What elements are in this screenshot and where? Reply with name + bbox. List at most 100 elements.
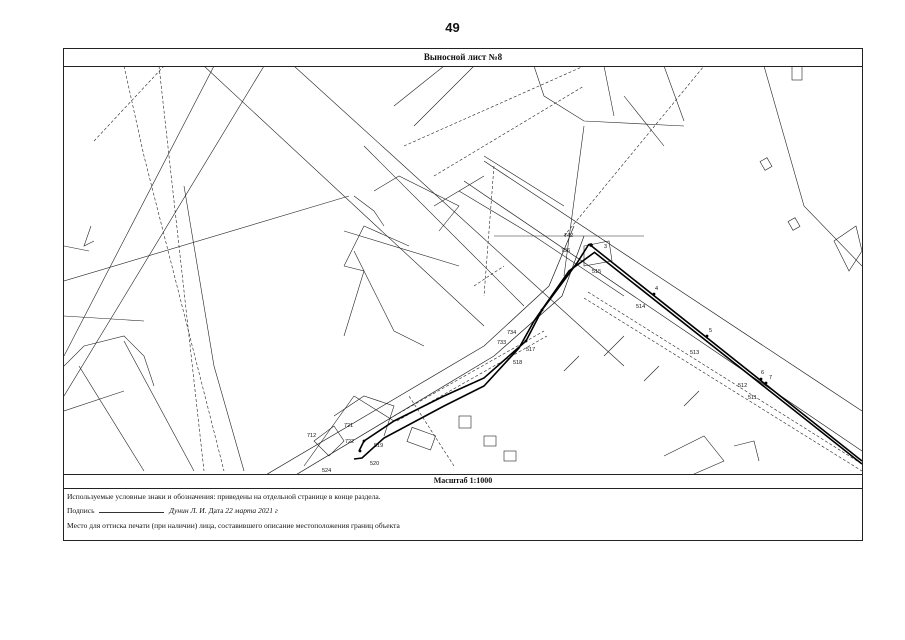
building xyxy=(733,440,760,462)
parcel-boundary xyxy=(303,395,395,467)
label-736: 736 xyxy=(561,248,570,254)
building xyxy=(759,157,773,171)
label-511: 511 xyxy=(748,395,757,401)
label-5: 5 xyxy=(709,328,712,334)
cadastral-map[interactable]: 742 736 3 515 4 514 5 513 6 7 512 511 73… xyxy=(64,66,862,475)
parcel-boundary xyxy=(83,225,95,247)
zone-boundary xyxy=(587,291,862,465)
zone-boundary xyxy=(483,165,495,297)
zone-boundary xyxy=(563,66,705,237)
building xyxy=(458,415,472,429)
parcel-boundary xyxy=(393,66,445,107)
parcel-boundary xyxy=(64,315,145,322)
legend-note: Используемые условные знаки и обозначени… xyxy=(67,492,381,501)
parcel-boundary xyxy=(64,390,125,412)
map-drawing: 742 736 3 515 4 514 5 513 6 7 512 511 73… xyxy=(64,66,862,474)
label-519: 519 xyxy=(374,443,383,449)
road-edge xyxy=(483,160,862,412)
parcel-boundary xyxy=(64,195,350,282)
tick xyxy=(643,365,660,382)
road-edge xyxy=(266,225,575,474)
zone-boundary xyxy=(403,66,585,147)
zone-boundary xyxy=(408,395,455,467)
parcel-boundary xyxy=(353,195,385,227)
parcel-boundary xyxy=(343,225,410,267)
zone-boundary xyxy=(473,265,505,287)
signature-blank xyxy=(99,505,165,513)
tick xyxy=(683,390,700,407)
label-520: 520 xyxy=(370,461,379,467)
point-733 xyxy=(524,339,528,343)
object-boundary xyxy=(353,251,596,460)
point-6 xyxy=(759,377,763,381)
zone-boundary xyxy=(433,85,585,177)
road-edge xyxy=(463,180,862,452)
label-722: 722 xyxy=(345,439,354,445)
label-515: 515 xyxy=(592,269,601,275)
parcel-boundary xyxy=(183,185,245,472)
page-number: 49 xyxy=(445,20,460,35)
building xyxy=(503,450,517,462)
point-3 xyxy=(589,243,593,247)
parcel-boundary xyxy=(343,265,365,337)
signature-prefix: Подпись xyxy=(67,506,95,515)
zone-boundary xyxy=(396,335,548,422)
date-prefix: Дата xyxy=(208,506,224,515)
label-512: 512 xyxy=(738,383,747,389)
road-edge xyxy=(433,175,485,207)
signature-line: Подпись Дунин Л. И. Дата 22 марта 2021 г xyxy=(67,505,278,515)
sheet-title: Выносной лист №8 xyxy=(64,50,862,67)
label-518: 518 xyxy=(513,360,522,366)
parcel-boundary xyxy=(64,66,215,357)
label-3: 3 xyxy=(604,244,607,250)
point-5 xyxy=(705,334,709,338)
stamp-note: Место для оттиска печати (при наличии) л… xyxy=(67,521,400,530)
signature-name: Дунин Л. И. xyxy=(169,506,207,515)
parcel-boundary xyxy=(603,66,615,117)
road-edge xyxy=(483,155,565,207)
road-edge xyxy=(458,190,625,297)
map-sheet: Выносной лист №8 xyxy=(63,48,863,541)
parcel-boundary xyxy=(78,365,145,472)
parcel-boundary xyxy=(64,335,155,387)
parcel-boundary xyxy=(373,175,460,232)
map-scale: Масштаб 1:1000 xyxy=(64,475,862,489)
parcel-boundary xyxy=(123,340,195,472)
parcel-boundary xyxy=(343,230,460,267)
building xyxy=(483,435,497,447)
road-edge xyxy=(296,235,585,474)
parcel-boundary xyxy=(763,66,862,267)
label-742: 742 xyxy=(564,233,573,239)
zone-boundary xyxy=(123,66,225,472)
building xyxy=(333,395,395,437)
label-734: 734 xyxy=(507,330,516,336)
building xyxy=(833,225,862,272)
label-7: 7 xyxy=(769,375,772,381)
date-value: 22 марта 2021 г xyxy=(225,506,278,515)
parcel-boundary xyxy=(663,66,685,122)
parcel-boundary xyxy=(203,66,485,327)
point-722 xyxy=(362,439,366,443)
zone-boundary xyxy=(583,297,862,472)
parcel-boundary xyxy=(64,66,265,397)
label-524: 524 xyxy=(322,468,331,474)
point-4 xyxy=(652,292,656,296)
zone-boundary xyxy=(93,66,165,142)
label-712: 712 xyxy=(307,433,316,439)
zone-boundary xyxy=(158,66,205,472)
label-6: 6 xyxy=(761,370,764,376)
building xyxy=(787,217,801,231)
point-721 xyxy=(358,449,362,453)
object-boundary xyxy=(593,251,862,465)
parcel-boundary xyxy=(413,66,475,127)
label-513: 513 xyxy=(690,350,699,356)
label-514: 514 xyxy=(636,304,645,310)
label-4: 4 xyxy=(655,286,658,292)
label-721: 721 xyxy=(344,423,353,429)
building xyxy=(406,426,436,451)
point-7 xyxy=(764,381,768,385)
zone-boundary xyxy=(393,330,545,417)
building xyxy=(313,425,345,457)
tick xyxy=(563,355,580,372)
label-517: 517 xyxy=(526,347,535,353)
